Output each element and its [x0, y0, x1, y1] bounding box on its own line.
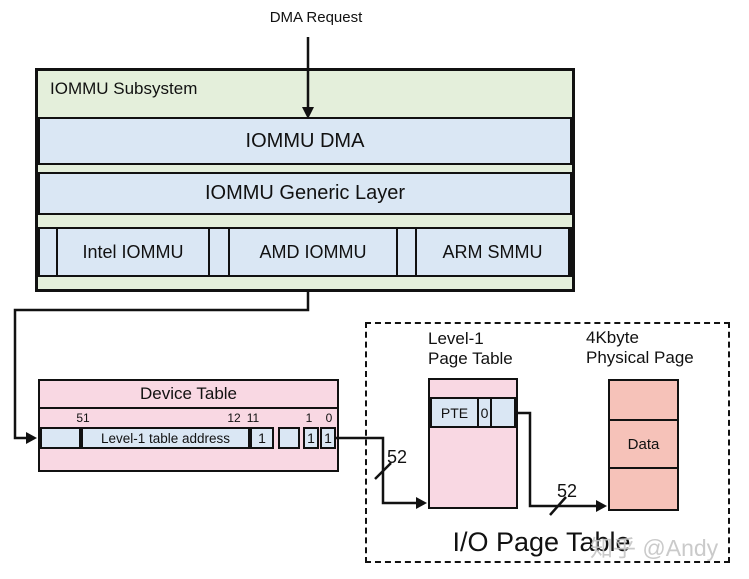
iommu-generic-layer: IOMMU Generic Layer	[38, 172, 572, 215]
level1-page-table-label: Level-1 Page Table	[428, 329, 513, 369]
device-entry-flag-11: 1	[250, 427, 274, 449]
pte-entry-row: PTE 0	[430, 397, 516, 428]
bit-label-11: 11	[246, 411, 260, 425]
device-entry-cell-empty-mid	[278, 427, 300, 449]
device-table-title: Device Table	[40, 381, 337, 409]
physical-page-data-section: Data	[610, 421, 677, 469]
iommu-subsystem-box: IOMMU Subsystem IOMMU DMA IOMMU Generic …	[35, 68, 575, 292]
iommu-dma-layer: IOMMU DMA	[38, 117, 572, 165]
level1-label-line2: Page Table	[428, 349, 513, 368]
device-entry-flag-1: 1	[303, 427, 319, 449]
iommu-driver-row: Intel IOMMU AMD IOMMU ARM SMMU	[38, 227, 572, 277]
dma-request-label: DMA Request	[269, 9, 363, 26]
device-table-box: Device Table 51 12 11 1 0 Level-1 table …	[38, 379, 339, 472]
physical-page-section-top	[610, 381, 677, 421]
driver-box-arm-smmu: ARM SMMU	[415, 229, 570, 275]
device-entry-flag-0: 1	[320, 427, 336, 449]
pte-empty-cell	[490, 397, 516, 428]
physical-label-line1: 4Kbyte	[586, 328, 639, 347]
watermark-text: 知乎 @Andy	[590, 535, 719, 561]
pte-cell: PTE	[430, 397, 479, 428]
io-page-table-caption: I/O Page Table	[452, 527, 631, 557]
bit-label-0: 0	[325, 411, 333, 425]
bit-label-51: 51	[76, 411, 90, 425]
bit-label-1: 1	[305, 411, 313, 425]
bus-width-52-device-to-l1: 52	[387, 447, 408, 467]
device-entry-cell-empty-left	[40, 427, 81, 449]
iommu-subsystem-title: IOMMU Subsystem	[50, 79, 198, 98]
level1-label-line1: Level-1	[428, 329, 484, 348]
physical-page-box: Data	[608, 379, 679, 511]
bit-label-12: 12	[227, 411, 241, 425]
physical-page-label: 4Kbyte Physical Page	[586, 328, 694, 368]
bus-width-52-l1-to-page: 52	[557, 481, 578, 501]
driver-box-intel-iommu: Intel IOMMU	[56, 229, 210, 275]
physical-label-line2: Physical Page	[586, 348, 694, 367]
driver-box-amd-iommu: AMD IOMMU	[228, 229, 398, 275]
level1-page-table-box: PTE 0	[428, 378, 518, 509]
device-entry-level1-address: Level-1 table address	[81, 427, 250, 449]
